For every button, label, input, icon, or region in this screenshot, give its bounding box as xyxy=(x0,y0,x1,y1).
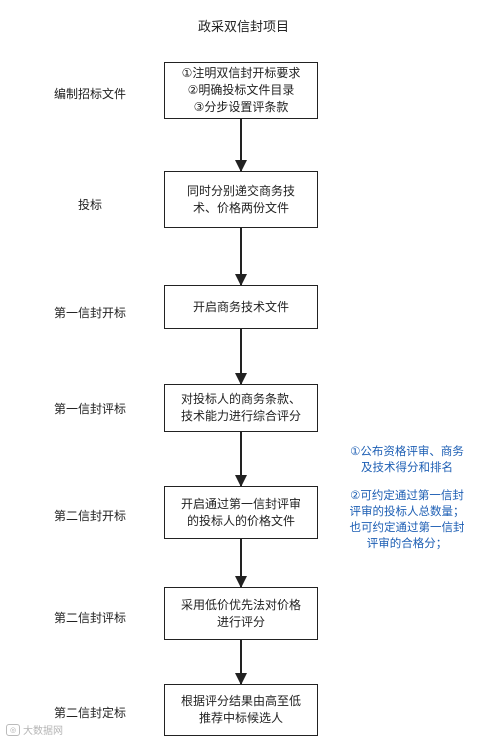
note-line: 也可约定通过第一信封 xyxy=(349,520,465,534)
step-box-second-envelope-open: 开启通过第一信封评审 的投标人的价格文件 xyxy=(164,486,318,539)
step-box-bidding: 同时分别递交商务技 术、价格两份文件 xyxy=(164,171,318,228)
flow-arrow xyxy=(235,432,247,487)
flow-arrow xyxy=(235,119,247,172)
box-line: ③分步设置评条款 xyxy=(193,100,289,114)
step-label-prepare-tender: 编制招标文件 xyxy=(53,87,126,101)
note-spacer xyxy=(332,475,482,487)
side-note: ①公布资格评审、商务 及技术得分和排名 ②可约定通过第一信封 评审的投标人总数量… xyxy=(332,443,482,551)
step-label-second-envelope-open: 第二信封开标 xyxy=(53,509,126,523)
note-line: 评审的投标人总数量； xyxy=(349,504,465,518)
note-line: ②可约定通过第一信封 xyxy=(350,488,464,502)
flow-arrow xyxy=(235,329,247,385)
step-label-bidding: 投标 xyxy=(77,198,102,212)
box-line: 开启通过第一信封评审 xyxy=(180,496,301,511)
box-line: ②明确投标文件目录 xyxy=(187,83,295,97)
watermark: ◎ 大数据网 xyxy=(6,722,63,737)
diagram-title: 政采双信封项目 xyxy=(197,20,289,35)
note-line: ①公布资格评审、商务 xyxy=(350,444,464,458)
box-line: ①注明双信封开标要求 xyxy=(181,66,301,80)
flow-arrow xyxy=(235,228,247,286)
box-line: 技术能力进行综合评分 xyxy=(180,409,301,423)
box-line: 同时分别递交商务技 xyxy=(186,183,295,198)
box-line: 开启商务技术文件 xyxy=(192,299,289,314)
box-line: 采用低价优先法对价格 xyxy=(180,597,301,612)
watermark-logo-icon: ◎ xyxy=(6,723,20,736)
note-line: 及技术得分和排名 xyxy=(361,460,453,474)
step-box-prepare-tender: ①注明双信封开标要求 ②明确投标文件目录 ③分步设置评条款 xyxy=(164,62,318,119)
note-line: 评审的合格分； xyxy=(366,536,448,550)
step-box-second-envelope-evaluate: 采用低价优先法对价格 进行评分 xyxy=(164,587,318,640)
watermark-text: 大数据网 xyxy=(23,726,63,737)
flow-arrow xyxy=(235,640,247,685)
box-line: 的投标人的价格文件 xyxy=(186,513,295,528)
box-line: 推荐中标候选人 xyxy=(198,711,283,725)
step-box-second-envelope-award: 根据评分结果由高至低 推荐中标候选人 xyxy=(164,684,318,736)
step-label-second-envelope-evaluate: 第二信封评标 xyxy=(53,611,126,625)
box-line: 进行评分 xyxy=(216,614,265,629)
step-box-first-envelope-evaluate: 对投标人的商务条款、 技术能力进行综合评分 xyxy=(164,384,318,432)
box-line: 对投标人的商务条款、 xyxy=(180,392,301,406)
step-label-first-envelope-evaluate: 第一信封评标 xyxy=(53,402,126,416)
flow-arrow xyxy=(235,539,247,588)
step-box-first-envelope-open: 开启商务技术文件 xyxy=(164,285,318,329)
box-line: 术、价格两份文件 xyxy=(192,200,289,215)
box-line: 根据评分结果由高至低 xyxy=(180,694,301,708)
step-label-second-envelope-award: 第二信封定标 xyxy=(53,706,126,720)
step-label-first-envelope-open: 第一信封开标 xyxy=(53,306,126,320)
